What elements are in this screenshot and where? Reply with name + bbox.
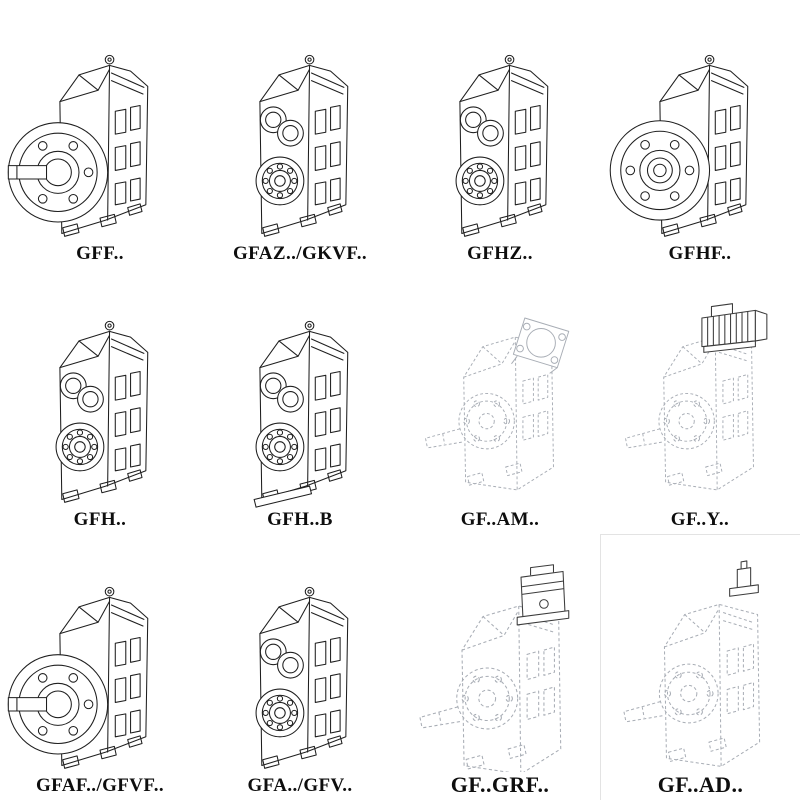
gearbox-drawing-gf-ad (603, 560, 799, 772)
model-label: GFHF.. (668, 243, 732, 265)
model-label: GF..GRF.. (450, 771, 550, 797)
catalog-cell-gfhf: GFHF.. (600, 2, 800, 268)
model-label: GF..Y.. (670, 509, 730, 531)
gearbox-drawing-gfh-b (202, 297, 398, 509)
catalog-cell-gfaz-gkvf: GFAZ../GKVF.. (200, 2, 400, 268)
gearbox-drawing-gf-grf (402, 560, 598, 772)
model-label: GFHZ.. (467, 243, 533, 265)
model-label: GFF.. (76, 243, 124, 265)
model-label: GFAZ../GKVF.. (233, 243, 367, 265)
gearbox-drawing-gf-y (602, 297, 798, 509)
gearbox-drawing-gfh (2, 297, 198, 509)
catalog-cell-gf-y: GF..Y.. (600, 268, 800, 534)
catalog-cell-gfh: GFH.. (0, 268, 200, 534)
gearbox-drawing-gfaz-gkvf (202, 31, 398, 243)
model-label: GFH..B (267, 509, 333, 531)
gearbox-drawing-gff (2, 31, 198, 243)
model-label: GFAF../GFVF.. (35, 775, 164, 797)
model-label: GF..AM.. (460, 509, 540, 531)
model-label: GF..AD.. (657, 771, 744, 797)
catalog-cell-gfhz: GFHZ.. (400, 2, 600, 268)
catalog-cell-gff: GFF.. (0, 2, 200, 268)
catalog-cell-gfa-gfv: GFA../GFV.. (200, 534, 400, 800)
catalog-cell-gf-ad: GF..AD.. (600, 534, 800, 800)
catalog-cell-gfh-b: GFH..B (200, 268, 400, 534)
gearbox-drawing-gf-am (402, 297, 598, 509)
model-label: GFA../GFV.. (247, 775, 353, 797)
model-label: GFH.. (73, 509, 127, 531)
catalog-cell-gf-grf: GF..GRF.. (400, 534, 600, 800)
catalog-cell-gf-am: GF..AM.. (400, 268, 600, 534)
gearbox-drawing-gfhf (602, 31, 798, 243)
catalog-cell-gfaf-gfvf: GFAF../GFVF.. (0, 534, 200, 800)
gearbox-drawing-gfhz (402, 31, 598, 243)
gearbox-drawing-gfaf-gfvf (2, 563, 198, 775)
gearbox-drawing-gfa-gfv (202, 563, 398, 775)
